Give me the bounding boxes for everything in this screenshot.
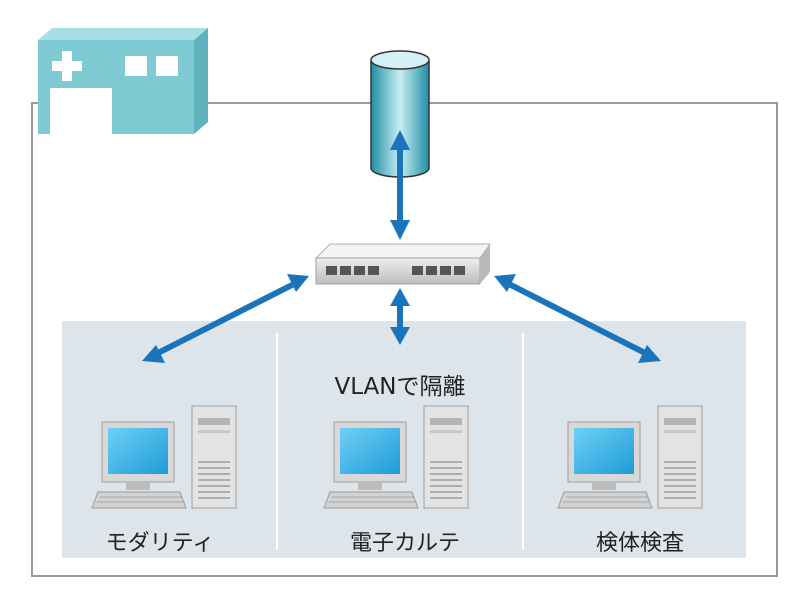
- terminal-label-lab-test: 検体検査: [595, 531, 684, 556]
- network-switch-icon: [314, 243, 491, 285]
- terminal-label-emr: 電子カルテ: [349, 531, 460, 556]
- arrow-switch-vlan: [390, 288, 410, 345]
- vlan-label: VLANで隔離: [334, 374, 466, 400]
- hospital-icon: [38, 28, 208, 134]
- arrow-switch-left: [142, 274, 309, 363]
- arrow-database-switch: [390, 130, 410, 240]
- terminal-label-modality: モダリティ: [105, 531, 215, 556]
- arrow-switch-right: [494, 274, 661, 363]
- database-icon: [370, 50, 430, 178]
